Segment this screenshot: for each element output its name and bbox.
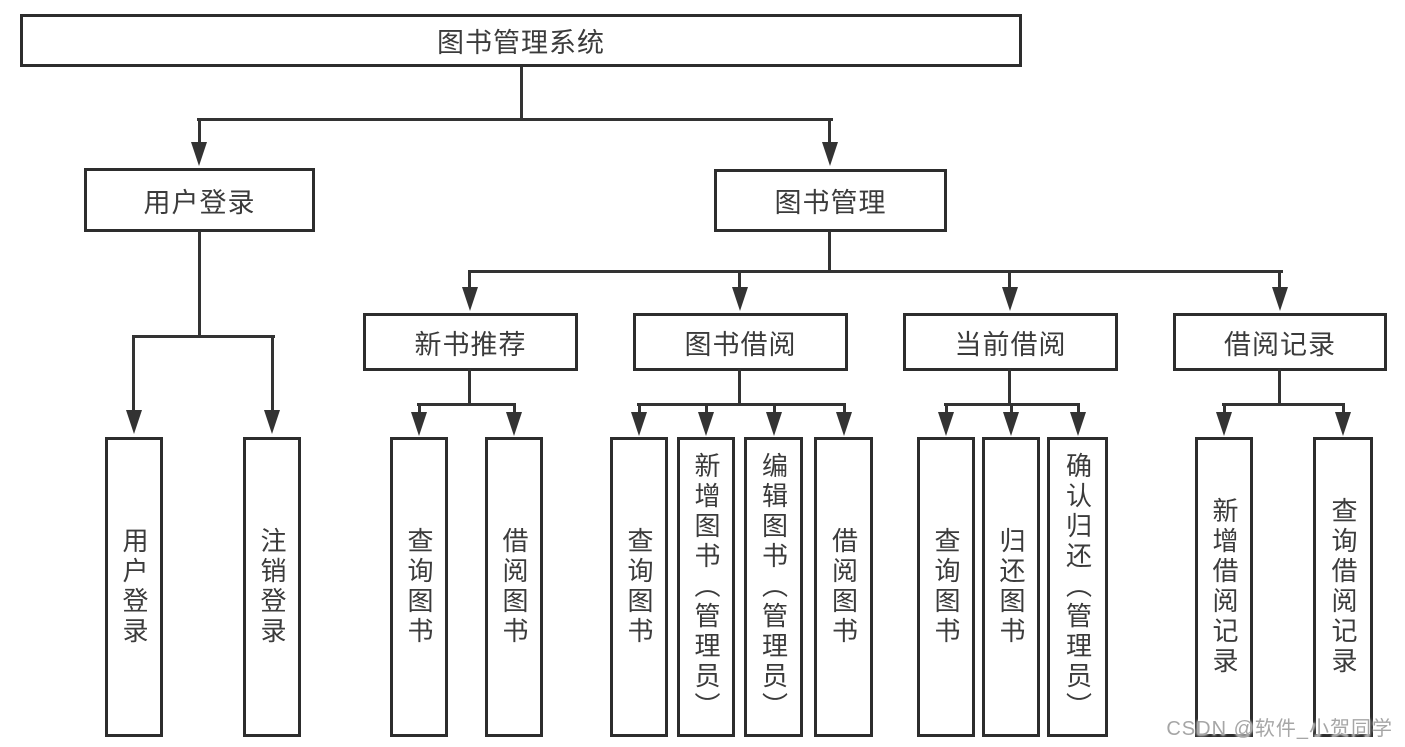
arrowhead-down-icon: [506, 412, 522, 436]
connector-line: [705, 405, 708, 414]
connector-line: [198, 231, 201, 337]
leaf-user-login: 用户登录: [105, 437, 163, 737]
connector-line: [198, 120, 201, 142]
connector-line: [513, 405, 516, 414]
connector-line: [417, 403, 516, 406]
connector-line: [1223, 405, 1226, 414]
connector-line: [197, 118, 833, 121]
node-root-library-system: 图书管理系统: [20, 14, 1022, 67]
connector-line: [738, 272, 741, 289]
connector-line: [1278, 369, 1281, 405]
arrowhead-down-icon: [1002, 287, 1018, 311]
arrowhead-down-icon: [1272, 287, 1288, 311]
arrowhead-down-icon: [1216, 412, 1232, 436]
connector-line: [468, 270, 1283, 273]
connector-line: [843, 405, 846, 414]
connector-line: [828, 231, 831, 272]
connector-line: [637, 403, 846, 406]
leaf-borrow-books-borrowing: 借阅图书: [814, 437, 873, 737]
arrowhead-down-icon: [462, 287, 478, 311]
connector-line: [1342, 405, 1345, 414]
arrowhead-down-icon: [938, 412, 954, 436]
leaf-add-borrow-record: 新增借阅记录: [1195, 437, 1253, 737]
leaf-query-borrow-record: 查询借阅记录: [1313, 437, 1373, 737]
arrowhead-down-icon: [411, 412, 427, 436]
arrowhead-down-icon: [264, 410, 280, 434]
csdn-watermark: CSDN @软件_小贺同学: [1166, 718, 1393, 740]
connector-line: [945, 405, 948, 414]
leaf-query-books-recommend: 查询图书: [390, 437, 448, 737]
connector-line: [638, 405, 641, 414]
arrowhead-down-icon: [766, 412, 782, 436]
connector-line: [468, 369, 471, 405]
arrowhead-down-icon: [732, 287, 748, 311]
connector-line: [271, 337, 274, 410]
connector-line: [738, 369, 741, 405]
connector-line: [828, 120, 831, 142]
node-new-book-recommend: 新书推荐: [363, 313, 578, 371]
arrowhead-down-icon: [822, 142, 838, 166]
connector-line: [418, 405, 421, 414]
arrowhead-down-icon: [1335, 412, 1351, 436]
arrowhead-down-icon: [126, 410, 142, 434]
node-book-borrowing: 图书借阅: [633, 313, 848, 371]
connector-line: [1008, 369, 1011, 405]
connector-line: [1010, 405, 1013, 414]
arrowhead-down-icon: [698, 412, 714, 436]
node-user-login: 用户登录: [84, 168, 315, 232]
leaf-confirm-return-admin: 确认归还（管理员）: [1047, 437, 1108, 737]
leaf-query-books-borrowing: 查询图书: [610, 437, 668, 737]
leaf-add-book-admin: 新增图书（管理员）: [677, 437, 735, 737]
arrowhead-down-icon: [1070, 412, 1086, 436]
connector-line: [1278, 272, 1281, 289]
leaf-return-books: 归还图书: [982, 437, 1040, 737]
connector-line: [773, 405, 776, 414]
arrowhead-down-icon: [631, 412, 647, 436]
connector-line: [1077, 405, 1080, 414]
leaf-borrow-books-recommend: 借阅图书: [485, 437, 543, 737]
connector-line: [468, 272, 471, 289]
connector-line: [1008, 272, 1011, 289]
connector-line: [944, 403, 1080, 406]
arrowhead-down-icon: [1003, 412, 1019, 436]
connector-line: [1222, 403, 1345, 406]
arrowhead-down-icon: [191, 142, 207, 166]
connector-line: [132, 337, 135, 410]
node-book-management: 图书管理: [714, 169, 947, 232]
arrowhead-down-icon: [836, 412, 852, 436]
node-borrowing-records: 借阅记录: [1173, 313, 1387, 371]
connector-line: [520, 67, 523, 120]
leaf-edit-book-admin: 编辑图书（管理员）: [744, 437, 803, 737]
leaf-query-books-current: 查询图书: [917, 437, 975, 737]
node-current-borrowing: 当前借阅: [903, 313, 1118, 371]
connector-line: [132, 335, 275, 338]
leaf-logout: 注销登录: [243, 437, 301, 737]
